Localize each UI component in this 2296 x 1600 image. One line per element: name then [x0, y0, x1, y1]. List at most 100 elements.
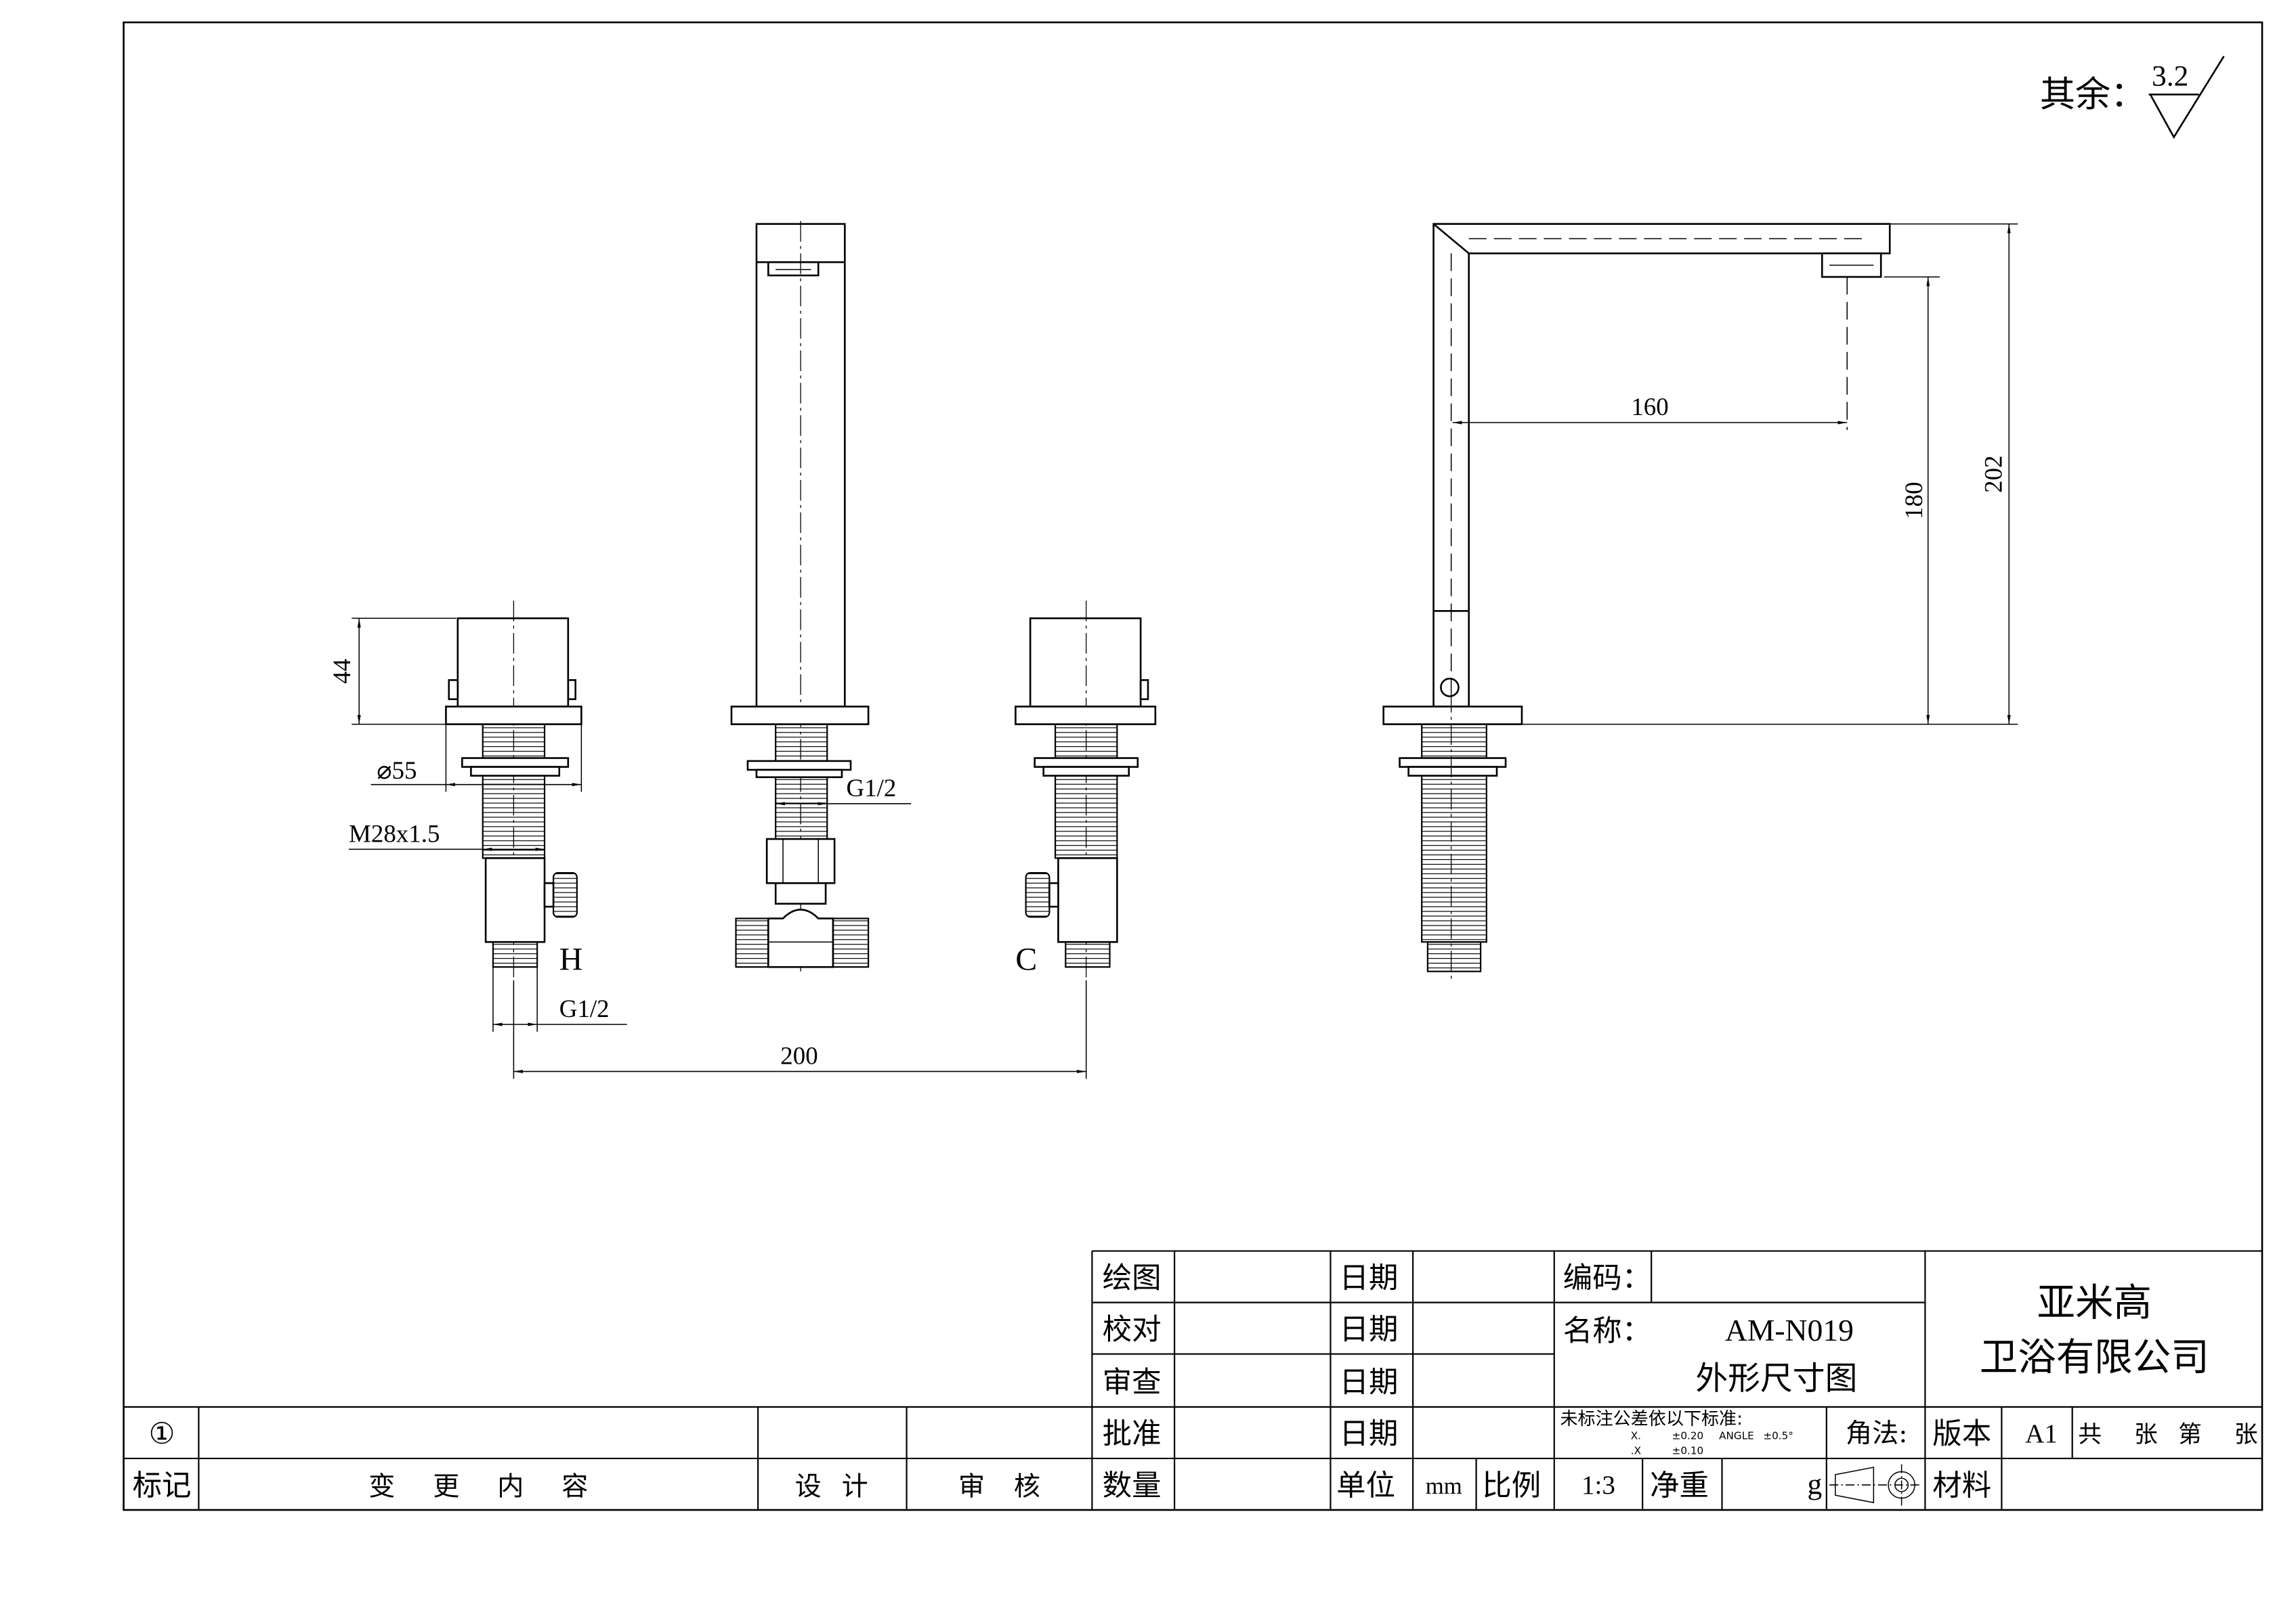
sign-date-label-draw: 日期: [1340, 1261, 1399, 1295]
dim-55-extension-lines: [445, 724, 582, 792]
spout-flange: [730, 706, 870, 725]
side-washer-upper: [1399, 757, 1507, 768]
dim-200-extension-lines: [513, 980, 1087, 1079]
sign-role-review: 审查: [1103, 1366, 1162, 1400]
cold-shank-thread-lower: [1055, 775, 1118, 859]
cold-shank-thread-upper: [1055, 723, 1118, 759]
tolerance-row1-precision: X.: [1631, 1430, 1641, 1442]
cold-flange: [1015, 706, 1157, 725]
spout-washer-lower: [755, 769, 843, 779]
roughness-value: 3.2: [2152, 60, 2188, 92]
spout-side-view: [1382, 223, 1891, 984]
weight-label: 净重: [1650, 1469, 1709, 1502]
hot-handle-body: [456, 617, 570, 708]
tolerance-heading: 未标注公差依以下标准:: [1560, 1409, 1742, 1429]
hot-handle-left-tab: [448, 679, 459, 700]
spout-hex-nut: [765, 838, 836, 884]
dim-44-extension-lines: [352, 618, 456, 725]
projection-centerlines: [1829, 1464, 1921, 1506]
hot-side-outlet-hex: [543, 882, 555, 908]
cold-handle-right-tab: [1139, 679, 1149, 700]
hot-handle-right-tab: [567, 679, 576, 700]
model-number: AM-N019: [1725, 1313, 1854, 1347]
hot-washer-upper: [461, 757, 570, 768]
dim-44-text: 44: [328, 659, 356, 684]
unit-value: mm: [1426, 1473, 1462, 1499]
sign-date-label-review: 日期: [1340, 1366, 1399, 1400]
sign-role-check: 校对: [1103, 1313, 1162, 1347]
company-name-line2: 卫浴有限公司: [1980, 1336, 2209, 1380]
cold-handle-body: [1029, 617, 1142, 708]
sign-date-label-check: 日期: [1340, 1313, 1399, 1347]
spout-tee-right-thread: [832, 917, 870, 968]
hot-shank-thread-upper: [482, 723, 546, 759]
hot-side-outlet-thread: [552, 871, 578, 918]
side-shank-thread-upper: [1421, 723, 1487, 759]
cold-valve-body: [1057, 857, 1118, 943]
spout-front-view: [730, 221, 870, 972]
sheets-nth-label: 第: [2178, 1421, 2202, 1448]
spout-shank-thread-lower: [775, 776, 828, 840]
side-spout-outline: [1432, 223, 1891, 708]
roughness-label: 其余：: [2040, 74, 2146, 115]
sheets-unit-a: 张: [2134, 1421, 2158, 1448]
hot-inlet-thread: [492, 941, 538, 968]
drawing-title: 外形尺寸图: [1695, 1360, 1857, 1398]
sign-role-draw: 绘图: [1103, 1261, 1162, 1295]
tolerance-row2-precision: .X: [1631, 1444, 1641, 1456]
revision-header-mark: 标记: [133, 1469, 192, 1502]
cold-side-outlet-thread: [1025, 871, 1050, 918]
spout-washer-upper: [746, 760, 852, 771]
cold-label: C: [1015, 941, 1037, 977]
sheet-border: [123, 21, 2263, 1511]
name-label: 名称：: [1563, 1314, 1651, 1348]
side-washer-lower: [1407, 766, 1498, 777]
projection-cone-shape: [1835, 1467, 1875, 1504]
projection-label: 角法:: [1846, 1419, 1907, 1449]
tolerance-row1-angle-label: ANGLE: [1719, 1430, 1754, 1442]
quantity-label: 数量: [1103, 1469, 1162, 1502]
cold-inlet-thread: [1065, 941, 1111, 968]
revision-header-design: 设 计: [795, 1471, 868, 1502]
cold-valve-front-view: C: [1015, 601, 1157, 980]
dim-180-extension-lines: [1521, 276, 2018, 725]
hot-washer-lower: [470, 766, 561, 777]
sheets-unit-b: 张: [2234, 1421, 2258, 1448]
surface-roughness-note: 其余： 3.2: [2040, 56, 2225, 139]
side-flange: [1382, 706, 1523, 725]
spout-aerator: [767, 261, 820, 277]
sign-date-label-approve: 日期: [1340, 1417, 1399, 1451]
side-shank-thread-lower: [1421, 775, 1487, 943]
scale-label: 比例: [1482, 1469, 1541, 1502]
revision-header-audit: 审 核: [958, 1471, 1040, 1502]
code-label: 编码：: [1563, 1261, 1651, 1295]
spout-collar: [774, 882, 827, 905]
side-spout-aerator: [1821, 252, 1882, 278]
first-angle-projection-icon: [1829, 1464, 1921, 1506]
hot-shank-thread-lower: [482, 775, 546, 859]
hot-valve-body: [484, 857, 546, 943]
spout-shank-thread-upper: [775, 723, 828, 762]
dim-202-text: 202: [1979, 455, 2007, 492]
sheets-total-label: 共: [2078, 1421, 2102, 1448]
dim-55-text: ⌀55: [377, 756, 417, 784]
scale-value: 1:3: [1581, 1471, 1615, 1500]
unit-label: 单位: [1336, 1469, 1395, 1502]
tolerance-row1-value: ±0.20: [1672, 1430, 1704, 1442]
hot-label: H: [559, 941, 583, 977]
dim-m28-text: M28x1.5: [349, 819, 440, 847]
side-spout-corner-line: [1432, 223, 1470, 255]
revision-header-content: 变 更 内 容: [368, 1471, 588, 1502]
spout-tee-left-thread: [735, 917, 769, 968]
tolerance-row1-angle-value: ±0.5°: [1763, 1430, 1793, 1442]
weight-unit: g: [1808, 1468, 1823, 1500]
sign-role-approve: 批准: [1103, 1417, 1162, 1451]
dim-180-text: 180: [1900, 482, 1928, 519]
side-bottom-thread: [1426, 941, 1482, 972]
roughness-symbol-icon: [2148, 56, 2225, 139]
material-label: 材料: [1932, 1469, 1991, 1502]
side-spout-set-screw: [1440, 677, 1460, 697]
dimensions: 44 ⌀55 M28x1.5 G1/2 200 G1/2 160 180: [328, 223, 2018, 1079]
dim-g12-valve-text: G1/2: [559, 995, 610, 1022]
